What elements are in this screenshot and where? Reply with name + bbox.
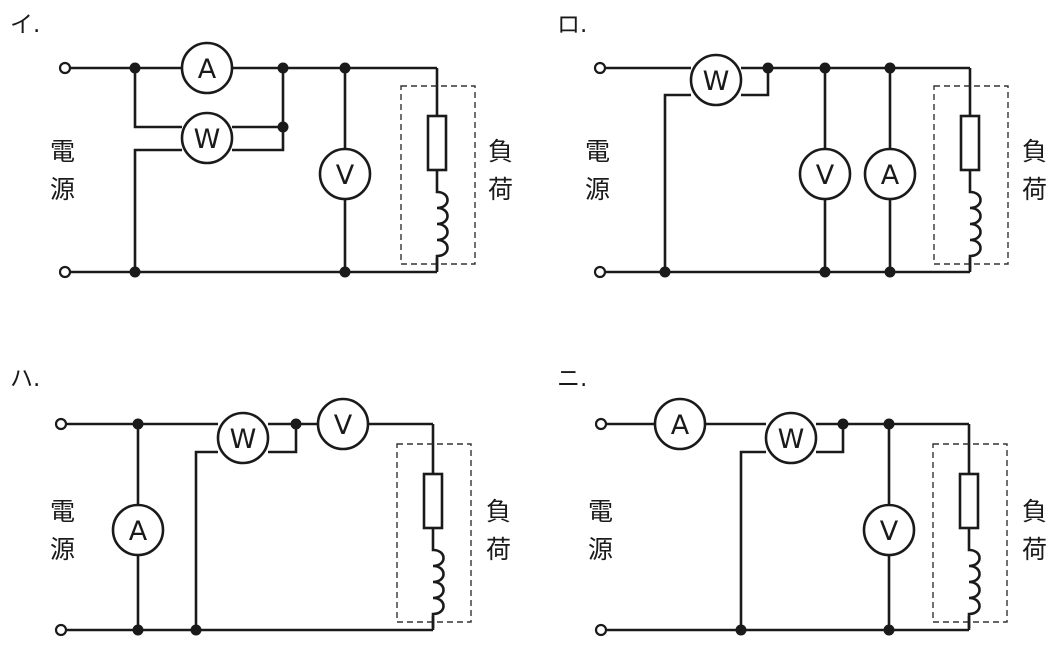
load-label-2: 荷 bbox=[1022, 535, 1047, 564]
wiring bbox=[68, 66, 439, 274]
junction-dot bbox=[837, 418, 849, 430]
voltmeter-symbol: V bbox=[334, 410, 353, 441]
junction-dot bbox=[132, 624, 144, 636]
load-label-1: 負 bbox=[1022, 137, 1047, 166]
panel-i: イ. A W V 電 源 負 荷 bbox=[10, 12, 513, 279]
wattmeter-symbol: W bbox=[230, 424, 257, 455]
junction-dot bbox=[129, 62, 141, 74]
junction-dot bbox=[129, 266, 141, 278]
panel-label: ロ. bbox=[557, 12, 587, 38]
load-box bbox=[932, 84, 1010, 272]
junction-dot bbox=[883, 624, 895, 636]
wattmeter: W bbox=[689, 53, 743, 107]
ammeter-symbol: A bbox=[881, 160, 900, 191]
panel-label: ハ. bbox=[10, 366, 40, 392]
panel-ro: ロ. W V A 電 源 負 荷 bbox=[557, 12, 1047, 279]
ammeter: A bbox=[111, 503, 165, 557]
load-label-1: 負 bbox=[486, 497, 511, 526]
wattmeter-symbol: W bbox=[194, 124, 221, 155]
ammeter: A bbox=[863, 147, 917, 201]
load-label-1: 負 bbox=[488, 137, 513, 166]
voltmeter: V bbox=[318, 147, 372, 201]
ammeter: A bbox=[180, 41, 234, 95]
wattmeter: W bbox=[180, 111, 234, 165]
panel-label: ニ. bbox=[557, 366, 587, 392]
voltmeter: V bbox=[316, 397, 370, 451]
load-label-1: 負 bbox=[1022, 497, 1047, 526]
junction-dot bbox=[339, 62, 351, 74]
wattmeter: W bbox=[216, 411, 270, 465]
voltmeter: V bbox=[862, 503, 916, 557]
junction-dot bbox=[883, 418, 895, 430]
source-label-1: 電 bbox=[50, 137, 75, 166]
voltmeter-symbol: V bbox=[880, 516, 899, 547]
ammeter-symbol: A bbox=[129, 516, 148, 547]
junction-dot bbox=[819, 62, 831, 74]
source-terminal-bottom bbox=[58, 265, 72, 279]
source-label-1: 電 bbox=[588, 497, 613, 526]
panel-label: イ. bbox=[10, 12, 40, 38]
wattmeter-symbol: W bbox=[703, 66, 730, 97]
junction-dot bbox=[884, 62, 896, 74]
source-terminal-bottom bbox=[594, 623, 608, 637]
junction-dot bbox=[659, 266, 671, 278]
source-label-2: 源 bbox=[588, 535, 613, 564]
panel-ni: ニ. A W V 電 源 負 荷 bbox=[557, 366, 1047, 637]
junction-dot bbox=[190, 624, 202, 636]
source-terminal-bottom bbox=[54, 623, 68, 637]
junction-dot bbox=[884, 266, 896, 278]
source-label-1: 電 bbox=[50, 497, 75, 526]
source-label-1: 電 bbox=[585, 137, 610, 166]
load-box bbox=[399, 84, 477, 272]
load-box bbox=[931, 442, 1009, 630]
junction-dot bbox=[132, 418, 144, 430]
junction-dot bbox=[735, 624, 747, 636]
source-terminal-top bbox=[593, 61, 607, 75]
source-terminal-bottom bbox=[593, 265, 607, 279]
source-terminal-top bbox=[54, 417, 68, 431]
ammeter-symbol: A bbox=[671, 410, 690, 441]
load-label-2: 荷 bbox=[486, 535, 511, 564]
panel-ha: ハ. W V A 電 源 負 荷 bbox=[10, 366, 511, 637]
voltmeter-symbol: V bbox=[336, 160, 355, 191]
junction-dot bbox=[819, 266, 831, 278]
load-box bbox=[395, 442, 473, 630]
ammeter-symbol: A bbox=[198, 54, 217, 85]
junction-dot bbox=[277, 62, 289, 74]
load-label-2: 荷 bbox=[488, 175, 513, 204]
junction-dot bbox=[277, 121, 289, 133]
junction-dot bbox=[762, 62, 774, 74]
wattmeter: W bbox=[764, 411, 818, 465]
load-label-2: 荷 bbox=[1022, 175, 1047, 204]
source-label-2: 源 bbox=[585, 175, 610, 204]
voltmeter: V bbox=[798, 147, 852, 201]
junction-dot bbox=[339, 266, 351, 278]
source-label-2: 源 bbox=[50, 535, 75, 564]
source-label-2: 源 bbox=[50, 175, 75, 204]
source-terminal-top bbox=[594, 417, 608, 431]
ammeter: A bbox=[653, 397, 707, 451]
wiring bbox=[64, 422, 435, 632]
junction-dot bbox=[290, 418, 302, 430]
voltmeter-symbol: V bbox=[816, 160, 835, 191]
wattmeter-symbol: W bbox=[778, 424, 805, 455]
source-terminal-top bbox=[58, 61, 72, 75]
